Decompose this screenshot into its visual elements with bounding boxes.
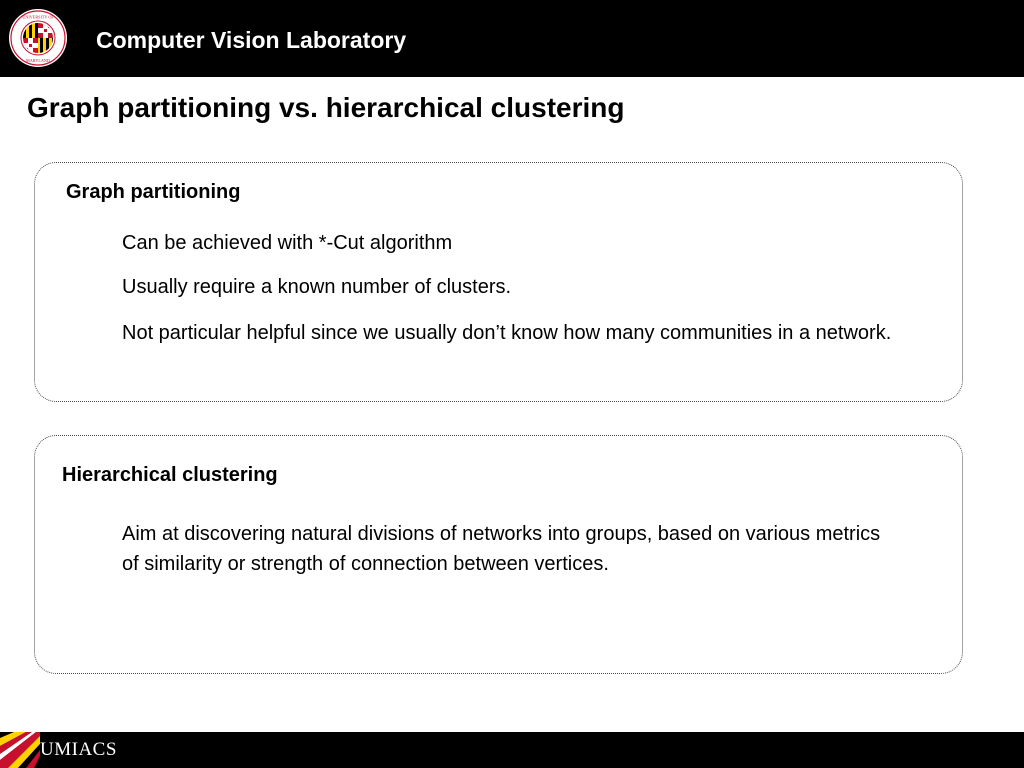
section-graph-partitioning: Graph partitioning Can be achieved with …	[34, 162, 963, 402]
maryland-flag-icon	[0, 732, 40, 768]
umiacs-logo-text: UMIACS	[40, 739, 117, 760]
bullet-text: Can be achieved with *-Cut algorithm	[122, 232, 453, 254]
svg-text:UNIVERSITY OF: UNIVERSITY OF	[22, 15, 54, 20]
university-seal-icon: UNIVERSITY OF MARYLAND	[9, 9, 67, 67]
header-bar: UNIVERSITY OF MARYLAND Computer Vision L…	[0, 0, 1024, 77]
lab-title: Computer Vision Laboratory	[96, 27, 407, 53]
slide-title: Graph partitioning vs. hierarchical clus…	[27, 92, 625, 123]
bullet-text: Not particular helpful since we usually …	[122, 322, 892, 344]
bullet-text: Usually require a known number of cluste…	[122, 276, 512, 298]
bullet-text: Aim at discovering natural divisions of …	[122, 523, 881, 575]
section-heading: Hierarchical clustering	[62, 464, 278, 486]
section-hierarchical-clustering: Hierarchical clustering Aim at discoveri…	[34, 435, 963, 674]
footer-bar: UMIACS	[0, 732, 1024, 768]
section-heading: Graph partitioning	[66, 181, 241, 203]
svg-text:MARYLAND: MARYLAND	[26, 58, 50, 63]
